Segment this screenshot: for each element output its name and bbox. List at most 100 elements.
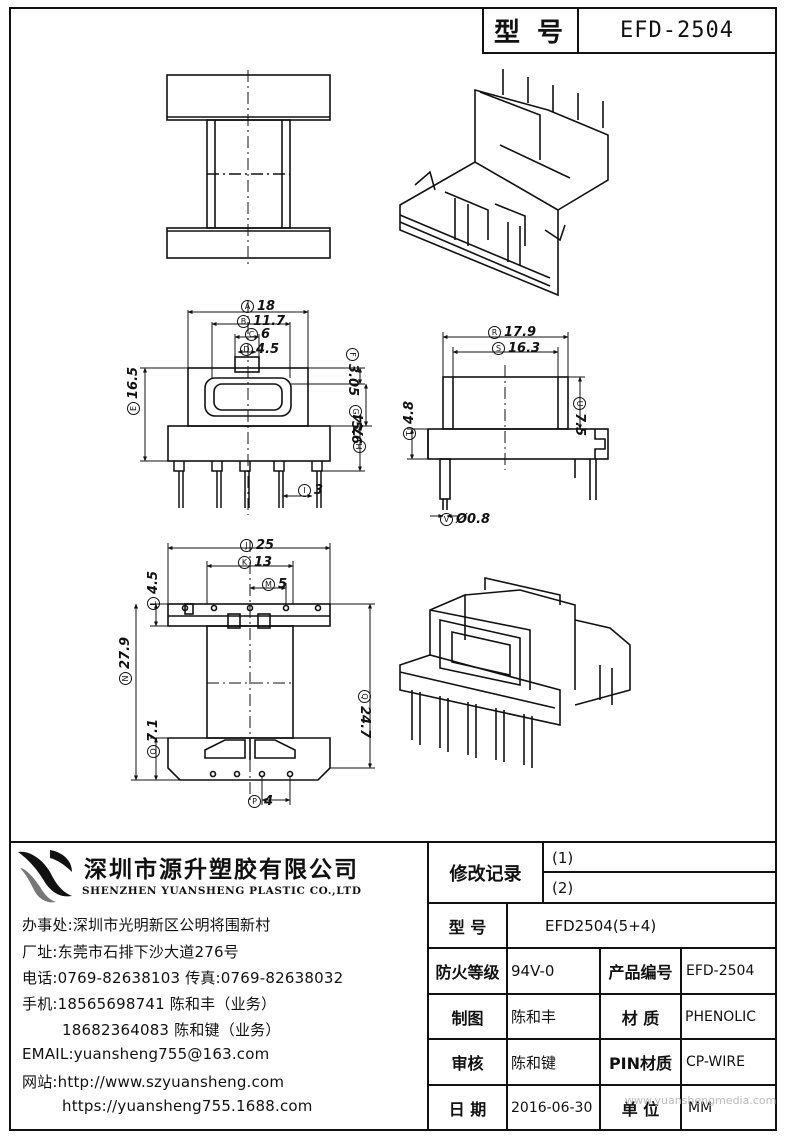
dimension-marker: I bbox=[298, 484, 311, 497]
dimension-marker: D bbox=[240, 343, 253, 356]
spec-date-label: 日 期 bbox=[448, 1099, 487, 1119]
company-email: EMAIL:yuansheng755@163.com bbox=[22, 1045, 270, 1063]
dimension-value: 4 bbox=[264, 794, 274, 809]
dimension-f: F 3.05 bbox=[345, 348, 360, 396]
company-office: 办事处:深圳市光明新区公明将围新村 bbox=[22, 916, 271, 934]
watermark: www.yuanshengmedia.com bbox=[625, 1094, 777, 1107]
spec-material-value: PHENOLIC bbox=[685, 1008, 757, 1025]
spec-fire-label: 防火等级 bbox=[435, 963, 500, 982]
dimension-value: Ø0.8 bbox=[456, 512, 491, 527]
dimension-marker: N bbox=[119, 672, 132, 685]
dimension-value: 27.9 bbox=[118, 636, 133, 669]
revision-label-text: 修改记录 bbox=[449, 863, 522, 885]
spec-model-value: EFD2504(5+4) bbox=[545, 916, 657, 935]
company-factory: 厂址:东莞市石排下沙大道276号 bbox=[22, 943, 239, 961]
revision-label: 修改记录 bbox=[429, 843, 542, 902]
dimension-marker: E bbox=[127, 402, 140, 415]
company-phone: 电话:0769-82638103 传真:0769-82638032 bbox=[22, 969, 344, 987]
spec-drawn-label: 制图 bbox=[451, 1008, 484, 1028]
company-logo bbox=[18, 850, 72, 903]
spec-unit-label: 单 位 bbox=[621, 1099, 660, 1119]
dimension-h: H 7.4 bbox=[352, 414, 367, 453]
bottom-view-dimensions bbox=[131, 543, 375, 805]
dimension-marker: S bbox=[492, 342, 505, 355]
dimension-marker: U bbox=[573, 397, 586, 410]
iso-view-bottom-drawing bbox=[399, 576, 631, 768]
dimension-value: 18 bbox=[257, 299, 276, 314]
dimension-marker: T bbox=[403, 427, 416, 440]
dimension-marker: F bbox=[346, 348, 359, 361]
dimension-e: E 16.5 bbox=[126, 367, 141, 415]
spec-product-no-value: EFD-2504 bbox=[686, 963, 755, 979]
dimension-value: 3 bbox=[314, 483, 324, 498]
side-view-dimensions bbox=[407, 332, 585, 518]
dimension-value: 7.1 bbox=[146, 718, 161, 742]
dimension-marker: Q bbox=[358, 690, 371, 703]
front-view-drawing bbox=[167, 300, 331, 515]
title-model-label: 型 号 bbox=[484, 9, 577, 52]
spec-drawn-value: 陈和丰 bbox=[511, 1008, 557, 1026]
spec-pin-value: CP-WIRE bbox=[686, 1054, 745, 1070]
dimension-marker: B bbox=[237, 315, 250, 328]
dimension-value: 24.7 bbox=[357, 706, 372, 739]
dimension-value: 4.5 bbox=[146, 570, 161, 594]
side-view-drawing bbox=[427, 365, 609, 510]
dimension-marker: H bbox=[353, 440, 366, 453]
dimension-value: 7.4 bbox=[352, 413, 367, 437]
dimension-marker: J bbox=[240, 539, 253, 552]
title-model-value-text: EFD-2504 bbox=[620, 18, 734, 43]
dimension-value: 16.5 bbox=[126, 366, 141, 399]
spec-material-label: 材 质 bbox=[621, 1008, 660, 1028]
dimension-value: 17.9 bbox=[504, 325, 537, 340]
dimension-value: 13 bbox=[254, 555, 273, 570]
dimension-marker: P bbox=[248, 795, 261, 808]
title-model-label-text: 型 号 bbox=[493, 18, 568, 48]
company-mobile-1: 手机:18565698741 陈和丰（业务） bbox=[22, 995, 277, 1013]
company-web-1: 网站:http://www.szyuansheng.com bbox=[22, 1073, 285, 1091]
iso-view-top-drawing bbox=[399, 69, 609, 297]
dimension-value: 25 bbox=[256, 538, 275, 553]
dimension-value: 3.05 bbox=[345, 364, 360, 397]
revision-entry-1: (1) bbox=[552, 848, 574, 867]
dimension-l: L 4.5 bbox=[146, 571, 161, 610]
spec-check-label: 审核 bbox=[451, 1054, 484, 1073]
spec-product-no-label: 产品编号 bbox=[608, 963, 673, 982]
dimension-q: Q 24.7 bbox=[357, 690, 372, 738]
company-name-en: SHENZHEN YUANSHENG PLASTIC CO.,LTD bbox=[82, 885, 362, 897]
dimension-o: O 7.1 bbox=[146, 719, 161, 758]
dimension-marker: K bbox=[238, 556, 251, 569]
dimension-value: 6 bbox=[261, 327, 271, 342]
dimension-marker: L bbox=[147, 597, 160, 610]
dimension-marker: V bbox=[440, 513, 453, 526]
dimension-value: 7.5 bbox=[572, 413, 587, 437]
dimension-u: U 7.5 bbox=[572, 397, 587, 436]
dimension-marker: O bbox=[147, 745, 160, 758]
dimension-value: 5 bbox=[278, 577, 288, 592]
dimension-value: 4.8 bbox=[402, 400, 417, 424]
dimension-marker: A bbox=[241, 300, 254, 313]
spec-check-value: 陈和键 bbox=[511, 1053, 557, 1072]
spec-pin-label: PIN材质 bbox=[608, 1054, 673, 1073]
revision-entry-2: (2) bbox=[552, 878, 574, 897]
bottom-view-drawing bbox=[167, 540, 331, 800]
company-name-cn: 深圳市源升塑胶有限公司 bbox=[84, 857, 359, 883]
spec-date-value: 2016-06-30 bbox=[511, 1099, 593, 1116]
dimension-value: 4.5 bbox=[256, 342, 280, 357]
dimension-t: T 4.8 bbox=[402, 401, 417, 440]
top-view-drawing bbox=[166, 70, 331, 265]
dimension-value: 16.3 bbox=[508, 341, 541, 356]
